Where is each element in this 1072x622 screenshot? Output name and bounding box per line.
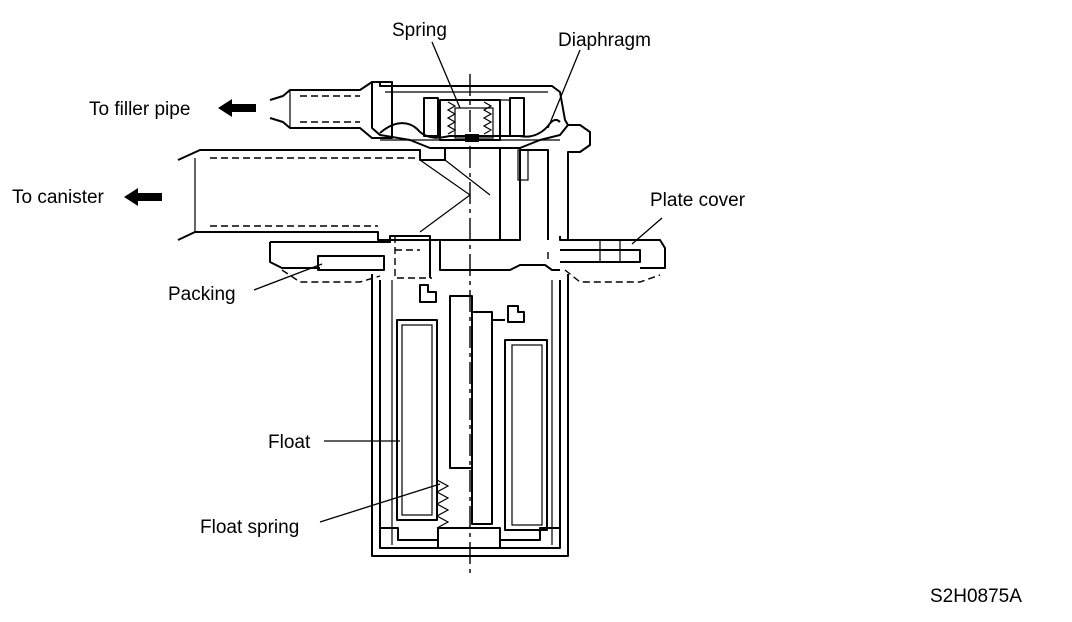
arrow-to-filler-pipe bbox=[218, 99, 256, 117]
figure-code: S2H0875A bbox=[930, 586, 1022, 607]
canister-pipe bbox=[177, 148, 549, 241]
label-packing: Packing bbox=[168, 284, 236, 305]
label-spring: Spring bbox=[392, 20, 447, 41]
filler-pipe-nipple bbox=[269, 81, 393, 139]
label-to-filler-pipe: To filler pipe bbox=[89, 99, 190, 120]
label-float: Float bbox=[268, 432, 311, 453]
leader-float-spring bbox=[319, 483, 441, 523]
label-diaphragm: Diaphragm bbox=[558, 30, 651, 51]
leader-plate-cover bbox=[631, 217, 663, 245]
spring-coils bbox=[446, 101, 493, 142]
arrow-to-canister bbox=[124, 188, 162, 206]
label-float-spring: Float spring bbox=[200, 517, 299, 538]
label-to-canister: To canister bbox=[12, 187, 105, 208]
flange-assembly bbox=[269, 235, 666, 283]
float-body bbox=[396, 295, 548, 531]
leader-packing bbox=[253, 263, 323, 291]
leader-spring bbox=[431, 41, 461, 109]
label-plate-cover: Plate cover bbox=[650, 190, 746, 211]
float-spring-coils bbox=[435, 479, 450, 529]
leader-diaphragm bbox=[547, 49, 581, 129]
